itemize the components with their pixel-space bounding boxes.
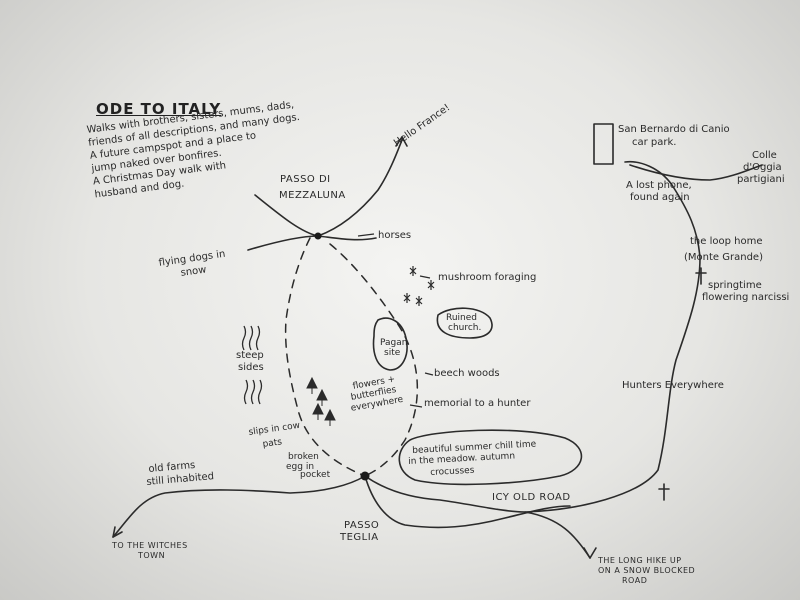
label-san-bernardo-1: San Bernardo di Canio <box>618 124 730 135</box>
loop-home-road <box>524 160 701 513</box>
label-broken-egg-3: pocket <box>300 470 331 480</box>
trail-east <box>329 243 419 477</box>
label-steep-sides-2: sides <box>238 362 264 373</box>
ruined-church-outline <box>436 307 493 339</box>
tree-icons <box>306 376 336 426</box>
main-road-right <box>364 475 591 559</box>
label-colle-oggia-3: partigiani <box>737 174 785 185</box>
memorial-pointer <box>409 404 423 408</box>
mezzaluna-crossing-path <box>247 235 377 251</box>
label-ruined-church-2: church. <box>448 323 482 333</box>
label-pagan-site-2: site <box>384 348 401 358</box>
label-ruined-church-1: Ruined <box>446 313 478 323</box>
horses-pointer <box>357 233 375 237</box>
car-park-box <box>593 123 614 165</box>
mushroom-pointer <box>419 275 431 279</box>
label-long-hike-2: ON A SNOW BLOCKED <box>598 566 696 575</box>
label-witches-town-1: TO THE WITCHES <box>112 541 188 550</box>
label-lost-phone-2: found again <box>630 192 690 203</box>
label-passo-teglia-1: PASSO <box>344 520 380 531</box>
label-steep-sides-1: steep <box>236 350 264 361</box>
label-passo-mezzaluna-2: MEZZALUNA <box>279 190 346 201</box>
label-san-bernardo-2: car park. <box>632 137 677 148</box>
trail-west <box>284 237 366 477</box>
hunters-cross <box>658 483 670 501</box>
label-mushroom-foraging: mushroom foraging <box>438 272 537 283</box>
label-loop-home-2: (Monte Grande) <box>684 252 763 263</box>
mezzaluna-ridge-path <box>254 139 403 237</box>
label-long-hike-1: THE LONG HIKE UP <box>598 556 682 565</box>
hello-france-arrow <box>395 136 408 147</box>
springtime-cross <box>695 267 707 285</box>
label-springtime-1: springtime <box>708 280 762 291</box>
mezzaluna-pass-dot <box>314 232 322 240</box>
label-beech-woods: beech woods <box>434 368 500 379</box>
meadow-outline <box>398 429 583 486</box>
label-horses: horses <box>378 230 412 241</box>
label-witches-town-2: TOWN <box>138 551 166 560</box>
label-pagan-site-1: Pagan <box>380 338 408 348</box>
label-springtime-2: flowering narcissi <box>702 292 790 303</box>
label-loop-home-1: the loop home <box>690 236 763 247</box>
label-colle-oggia-1: Colle <box>752 150 777 161</box>
mushroom-icons <box>403 266 435 306</box>
icy-old-road-path <box>364 475 571 529</box>
label-passo-teglia-2: TEGLIA <box>340 532 379 543</box>
label-passo-mezzaluna-1: PASSO DI <box>280 174 331 185</box>
label-icy-old-road: ICY OLD ROAD <box>492 492 571 503</box>
label-colle-oggia-2: d'Oggia <box>743 162 782 173</box>
pagan-site-outline <box>372 317 408 371</box>
long-hike-arrow <box>583 547 597 559</box>
label-lost-phone-1: A lost phone, <box>626 180 692 191</box>
label-broken-egg-2: egg in <box>286 462 315 472</box>
main-road-left <box>112 475 366 538</box>
label-summer-meadow-3: crocusses <box>430 465 475 478</box>
steep-sides-icon <box>241 325 263 405</box>
label-hunters: Hunters Everywhere <box>622 380 724 391</box>
map-title: ODE TO ITALY <box>96 100 222 118</box>
label-broken-egg-1: broken <box>288 452 319 462</box>
label-memorial: memorial to a hunter <box>424 398 531 409</box>
colle-oggia-road <box>629 164 763 181</box>
teglia-pass-dot <box>360 471 370 481</box>
beech-woods-pointer <box>424 372 434 376</box>
witches-town-arrow <box>112 526 123 538</box>
label-long-hike-3: ROAD <box>622 576 648 585</box>
